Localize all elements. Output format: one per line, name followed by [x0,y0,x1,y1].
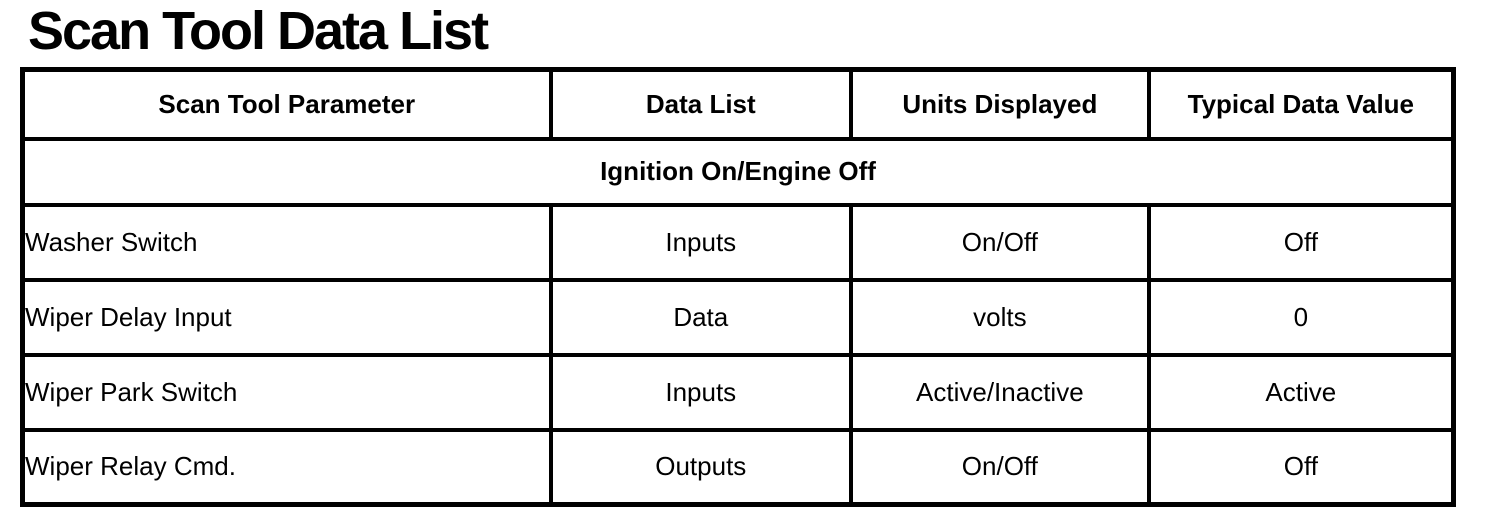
cell-value: Active [1146,352,1456,432]
cell-units: On/Off [849,202,1151,282]
table-header-row: Scan Tool Parameter Data List Units Disp… [20,67,1456,141]
page-title: Scan Tool Data List [28,1,489,61]
cell-units: volts [849,277,1151,357]
table-row: Wiper Park Switch Inputs Active/Inactive… [20,352,1456,432]
column-header-data-list: Data List [548,67,854,141]
cell-parameter: Wiper Relay Cmd. [20,427,553,507]
cell-units: On/Off [849,427,1151,507]
cell-parameter: Wiper Delay Input [20,277,553,357]
cell-data-list: Data [548,277,854,357]
cell-units: Active/Inactive [849,352,1151,432]
cell-parameter: Wiper Park Switch [20,352,553,432]
cell-value: Off [1146,427,1456,507]
cell-parameter: Washer Switch [20,202,553,282]
cell-data-list: Outputs [548,427,854,507]
scan-tool-data-table: Scan Tool Parameter Data List Units Disp… [20,67,1456,507]
cell-value: Off [1146,202,1456,282]
cell-data-list: Inputs [548,352,854,432]
section-header-row: Ignition On/Engine Off [20,136,1456,207]
table-row: Wiper Relay Cmd. Outputs On/Off Off [20,427,1456,507]
cell-value: 0 [1146,277,1456,357]
cell-data-list: Inputs [548,202,854,282]
column-header-units: Units Displayed [849,67,1151,141]
table-row: Wiper Delay Input Data volts 0 [20,277,1456,357]
table-row: Washer Switch Inputs On/Off Off [20,202,1456,282]
column-header-typical-value: Typical Data Value [1146,67,1456,141]
column-header-parameter: Scan Tool Parameter [20,67,553,141]
section-header-label: Ignition On/Engine Off [20,136,1456,207]
